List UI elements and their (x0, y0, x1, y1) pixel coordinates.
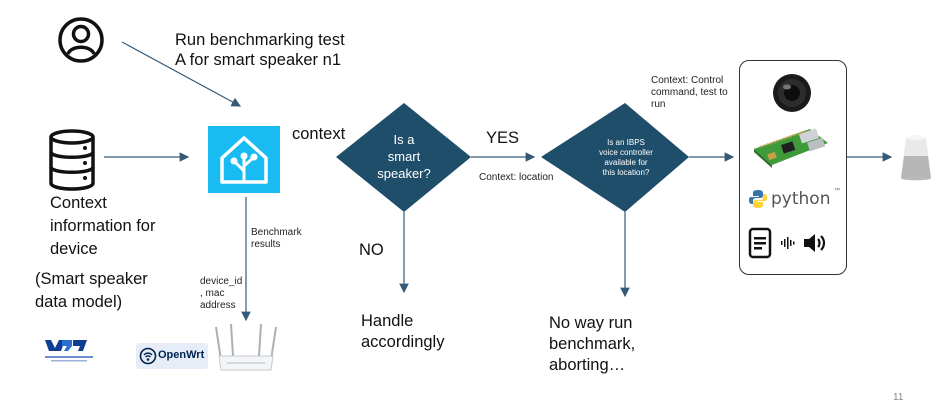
device-id-line3: address (200, 300, 236, 311)
context-info-label: Context information for device (50, 192, 155, 261)
decision-diamond-ibps (541, 103, 689, 212)
abort-line2: benchmark, (549, 335, 636, 353)
decision2-line2: voice controller (599, 148, 653, 157)
python-icon (749, 190, 767, 208)
handle-line2: accordingly (361, 333, 445, 351)
smart-speaker-device-icon (898, 134, 934, 182)
router-icon (213, 322, 279, 376)
openwrt-text: OpenWrt (158, 349, 205, 361)
decision1-line2: smart (387, 149, 421, 164)
context-info-line2: information for (50, 217, 156, 235)
speaker-driver-icon (772, 73, 812, 113)
handle-line1: Handle (361, 312, 414, 330)
data-model-label: (Smart speaker data model) (35, 268, 148, 314)
user-circle-icon (57, 16, 105, 64)
no-label: NO (359, 241, 384, 259)
context-location-label: Context: location (479, 172, 554, 183)
control-command-label: Context: Control command, test to run (651, 75, 728, 111)
device-id-label: device_id , mac address (200, 276, 242, 312)
abort-line3: aborting… (549, 356, 626, 374)
context-label: context (292, 125, 346, 143)
benchmark-results-label: Benchmark results (251, 227, 302, 251)
device-id-line2: , mac (200, 288, 225, 299)
benchmark-results-line2: results (251, 239, 281, 250)
handle-accordingly-label: Handle accordingly (361, 311, 444, 353)
decision2-line3: available for (604, 158, 648, 167)
data-model-line2: data model) (35, 293, 123, 311)
page-number: 11 (893, 392, 904, 403)
control-line2: command, test to (651, 87, 728, 98)
python-trademark: ™ (834, 188, 840, 194)
decision1-line3: speaker? (377, 166, 431, 181)
run-benchmark-line2: A for smart speaker n1 (175, 51, 341, 69)
imt-logo (42, 338, 98, 364)
decision2-line1: Is an IBPS (607, 138, 645, 147)
abort-label: No way run benchmark, aborting… (549, 313, 635, 376)
raspberry-pi-icon (750, 123, 832, 171)
context-info-line3: device (50, 240, 98, 258)
context-info-line1: Context (50, 194, 107, 212)
run-benchmark-line1: Run benchmarking test (175, 31, 345, 49)
decision-ibps-text: Is an IBPS voice controller available fo… (571, 138, 681, 178)
database-icon (47, 128, 97, 192)
abort-line1: No way run (549, 314, 633, 332)
decision-smart-speaker-text: Is a smart speaker? (346, 131, 462, 182)
openwrt-logo: OpenWrt (136, 343, 208, 369)
python-text: python (771, 189, 831, 209)
decision-diamond-smart-speaker (336, 103, 471, 212)
wifi-icon (139, 347, 157, 365)
voice-controller-panel: python ™ (739, 60, 847, 275)
run-benchmark-label: Run benchmarking test A for smart speake… (175, 30, 345, 70)
volume-icon (802, 231, 830, 255)
data-model-line1: (Smart speaker (35, 270, 148, 288)
decision1-line1: Is a (393, 132, 415, 147)
audio-waveform-icon (781, 236, 797, 250)
document-icon (748, 227, 772, 259)
control-line1: Context: Control (651, 75, 724, 86)
device-id-line1: device_id (200, 276, 243, 287)
yes-label: YES (486, 129, 520, 147)
arrow-person-to-hub (121, 41, 242, 107)
benchmark-results-line1: Benchmark (251, 227, 302, 238)
control-line3: run (651, 99, 666, 110)
home-assistant-icon (208, 126, 280, 193)
python-logo: python ™ (746, 187, 842, 211)
decision2-line4: this location? (602, 168, 650, 177)
